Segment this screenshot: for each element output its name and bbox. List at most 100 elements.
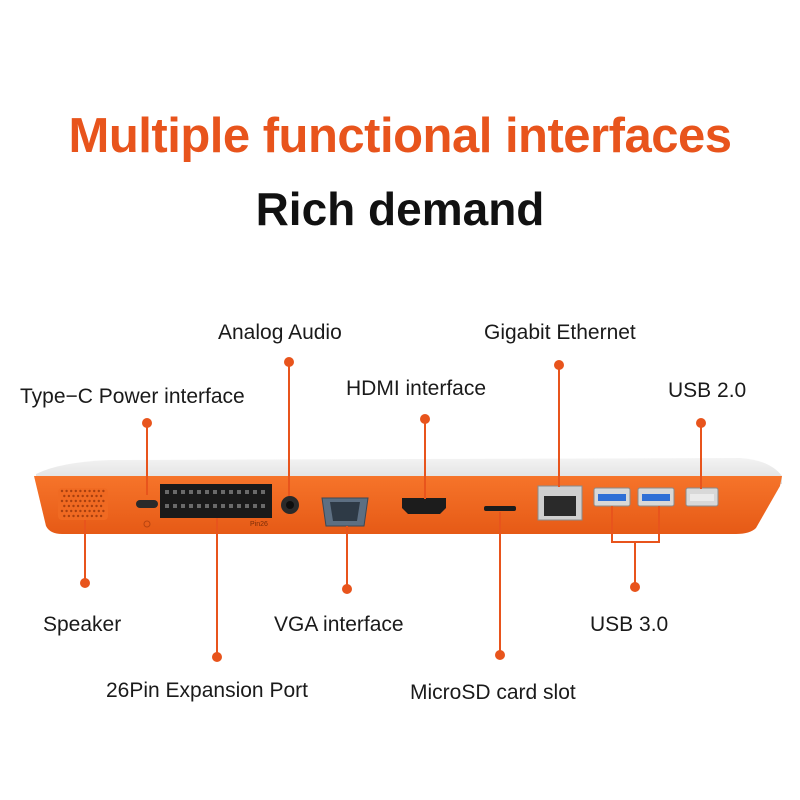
analog-audio-leader — [288, 362, 290, 496]
speaker-hole — [70, 489, 73, 493]
header-pin — [221, 504, 225, 508]
headline-subtitle: Rich demand — [255, 183, 545, 235]
speaker-hole — [67, 514, 71, 518]
speaker-hole — [79, 509, 82, 513]
analog-audio-label: Analog Audio — [218, 321, 342, 344]
headline-title: Multiple functional interfaces — [68, 109, 732, 163]
header-pin — [181, 504, 185, 508]
speaker-hole — [97, 509, 101, 513]
speaker-label: Speaker — [43, 613, 122, 636]
expansion-dot — [212, 652, 222, 662]
speaker-hole — [93, 509, 96, 513]
header-pin — [245, 490, 249, 494]
header-pin — [205, 504, 209, 508]
speaker-hole — [102, 509, 105, 513]
speaker-hole — [72, 514, 75, 518]
header-pin — [229, 504, 233, 508]
speaker-hole — [102, 499, 105, 503]
ethernet-leader — [558, 365, 560, 487]
speaker-hole — [67, 494, 71, 498]
header-pin — [245, 504, 249, 508]
speaker-dot — [80, 578, 90, 588]
speaker-grille — [58, 488, 108, 520]
usb2-label: USB 2.0 — [668, 379, 747, 402]
expansion-label: 26Pin Expansion Port — [106, 679, 308, 702]
speaker-hole — [65, 509, 68, 513]
type-c-leader — [146, 423, 148, 495]
usb3-label: USB 3.0 — [590, 613, 669, 636]
speaker-hole — [70, 499, 73, 503]
speaker-hole — [81, 494, 84, 498]
speaker-leader — [84, 520, 86, 582]
speaker-hole — [60, 499, 64, 503]
expansion-leader — [216, 518, 218, 656]
speaker-hole — [65, 499, 68, 503]
speaker-hole — [93, 489, 96, 493]
usb2-leader — [700, 423, 702, 489]
microsd-dot — [495, 650, 505, 660]
speaker-hole — [74, 509, 78, 513]
header-pin — [237, 490, 241, 494]
speaker-hole — [74, 499, 78, 503]
speaker-hole — [63, 494, 66, 498]
header-pin — [213, 504, 217, 508]
speaker-hole — [70, 509, 73, 513]
speaker-hole — [81, 514, 84, 518]
speaker-hole — [81, 504, 84, 508]
speaker-hole — [72, 504, 75, 508]
speaker-hole — [95, 504, 98, 508]
microsd-slot — [484, 506, 516, 511]
header-pin — [189, 504, 193, 508]
header-pin — [189, 490, 193, 494]
speaker-hole — [99, 504, 103, 508]
type-c-label: Type−C Power interface — [20, 385, 245, 408]
header-pin — [205, 490, 209, 494]
speaker-hole — [86, 494, 89, 498]
speaker-hole — [88, 489, 91, 493]
speaker-hole — [88, 509, 91, 513]
header-pin — [213, 490, 217, 494]
speaker-hole — [99, 514, 103, 518]
speaker-hole — [97, 489, 101, 493]
speaker-hole — [72, 494, 75, 498]
header-pin — [197, 490, 201, 494]
speaker-hole — [102, 489, 105, 493]
speaker-hole — [63, 504, 66, 508]
speaker-hole — [67, 504, 71, 508]
speaker-hole — [95, 514, 98, 518]
speaker-hole — [88, 499, 91, 503]
header-pin — [173, 504, 177, 508]
header-pin — [165, 490, 169, 494]
header-pin — [181, 490, 185, 494]
header-pin — [229, 490, 233, 494]
speaker-hole — [63, 514, 66, 518]
microsd-leader — [499, 512, 501, 654]
speaker-hole — [76, 494, 80, 498]
speaker-hole — [79, 499, 82, 503]
speaker-hole — [76, 514, 80, 518]
speaker-hole — [90, 504, 94, 508]
speaker-hole — [86, 514, 89, 518]
speaker-hole — [90, 494, 94, 498]
speaker-hole — [99, 494, 103, 498]
speaker-hole — [83, 499, 87, 503]
vga-leader — [346, 526, 348, 588]
speaker-hole — [83, 509, 87, 513]
speaker-hole — [86, 504, 89, 508]
speaker-hole — [76, 504, 80, 508]
header-pin — [173, 490, 177, 494]
usb3-leader-left — [611, 506, 613, 542]
speaker-hole — [83, 489, 87, 493]
header-pin — [165, 504, 169, 508]
speaker-hole — [90, 514, 94, 518]
header-pin — [197, 504, 201, 508]
header-pin — [253, 490, 257, 494]
microsd-label: MicroSD card slot — [410, 681, 576, 704]
type-c-port — [136, 500, 158, 508]
speaker-hole — [60, 489, 64, 493]
speaker-hole — [95, 494, 98, 498]
speaker-hole — [60, 509, 64, 513]
speaker-hole — [79, 489, 82, 493]
hdmi-port — [402, 498, 446, 514]
vga-label: VGA interface — [274, 613, 404, 636]
